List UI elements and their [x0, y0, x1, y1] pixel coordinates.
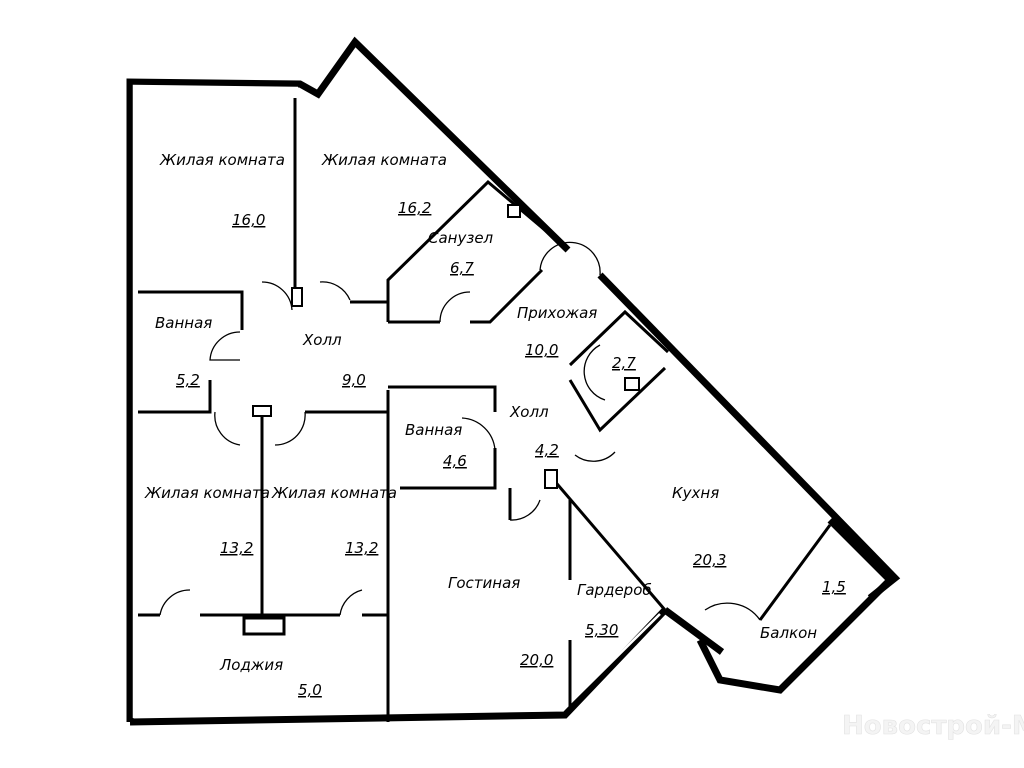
room-labels: Жилая комната 16,0 Жилая комната 16,2 Са…: [144, 151, 846, 699]
room-name: Ванная: [405, 421, 462, 439]
room-area: 6,7: [450, 259, 474, 277]
room-name: Гостиная: [448, 574, 520, 592]
room-name: Гардероб: [577, 581, 652, 599]
room-name: Ванная: [155, 314, 212, 332]
room-name: Лоджия: [219, 656, 283, 674]
room-name: Прихожая: [517, 304, 597, 322]
room-area: 5,30: [585, 621, 618, 639]
room-name: Жилая комната: [159, 151, 285, 169]
room-area: 13,2: [345, 539, 378, 557]
room-name: Холл: [509, 403, 549, 421]
room-area: 16,0: [232, 211, 265, 229]
room-name: Жилая комната: [144, 484, 270, 502]
room-area: 16,2: [398, 199, 431, 217]
room-area: 13,2: [220, 539, 253, 557]
doors: [159, 241, 761, 621]
room-area: 20,0: [520, 651, 553, 669]
room-name: Жилая комната: [271, 484, 397, 502]
room-name: Санузел: [428, 229, 494, 247]
room-area: 5,0: [298, 681, 322, 699]
room-area: 10,0: [525, 341, 558, 359]
room-name: Холл: [302, 331, 342, 349]
room-area: 20,3: [693, 551, 726, 569]
watermark: Новострой-М: [842, 711, 1024, 741]
room-name: Жилая комната: [321, 151, 447, 169]
room-area: 4,2: [535, 441, 559, 459]
room-area: 5,2: [176, 371, 200, 389]
room-area: 1,5: [822, 578, 846, 596]
room-area: 4,6: [443, 452, 467, 470]
room-name: Кухня: [672, 484, 719, 502]
room-name: Балкон: [760, 624, 817, 642]
room-area: 9,0: [342, 371, 366, 389]
room-area: 2,7: [612, 354, 636, 372]
walls: [126, 36, 901, 726]
